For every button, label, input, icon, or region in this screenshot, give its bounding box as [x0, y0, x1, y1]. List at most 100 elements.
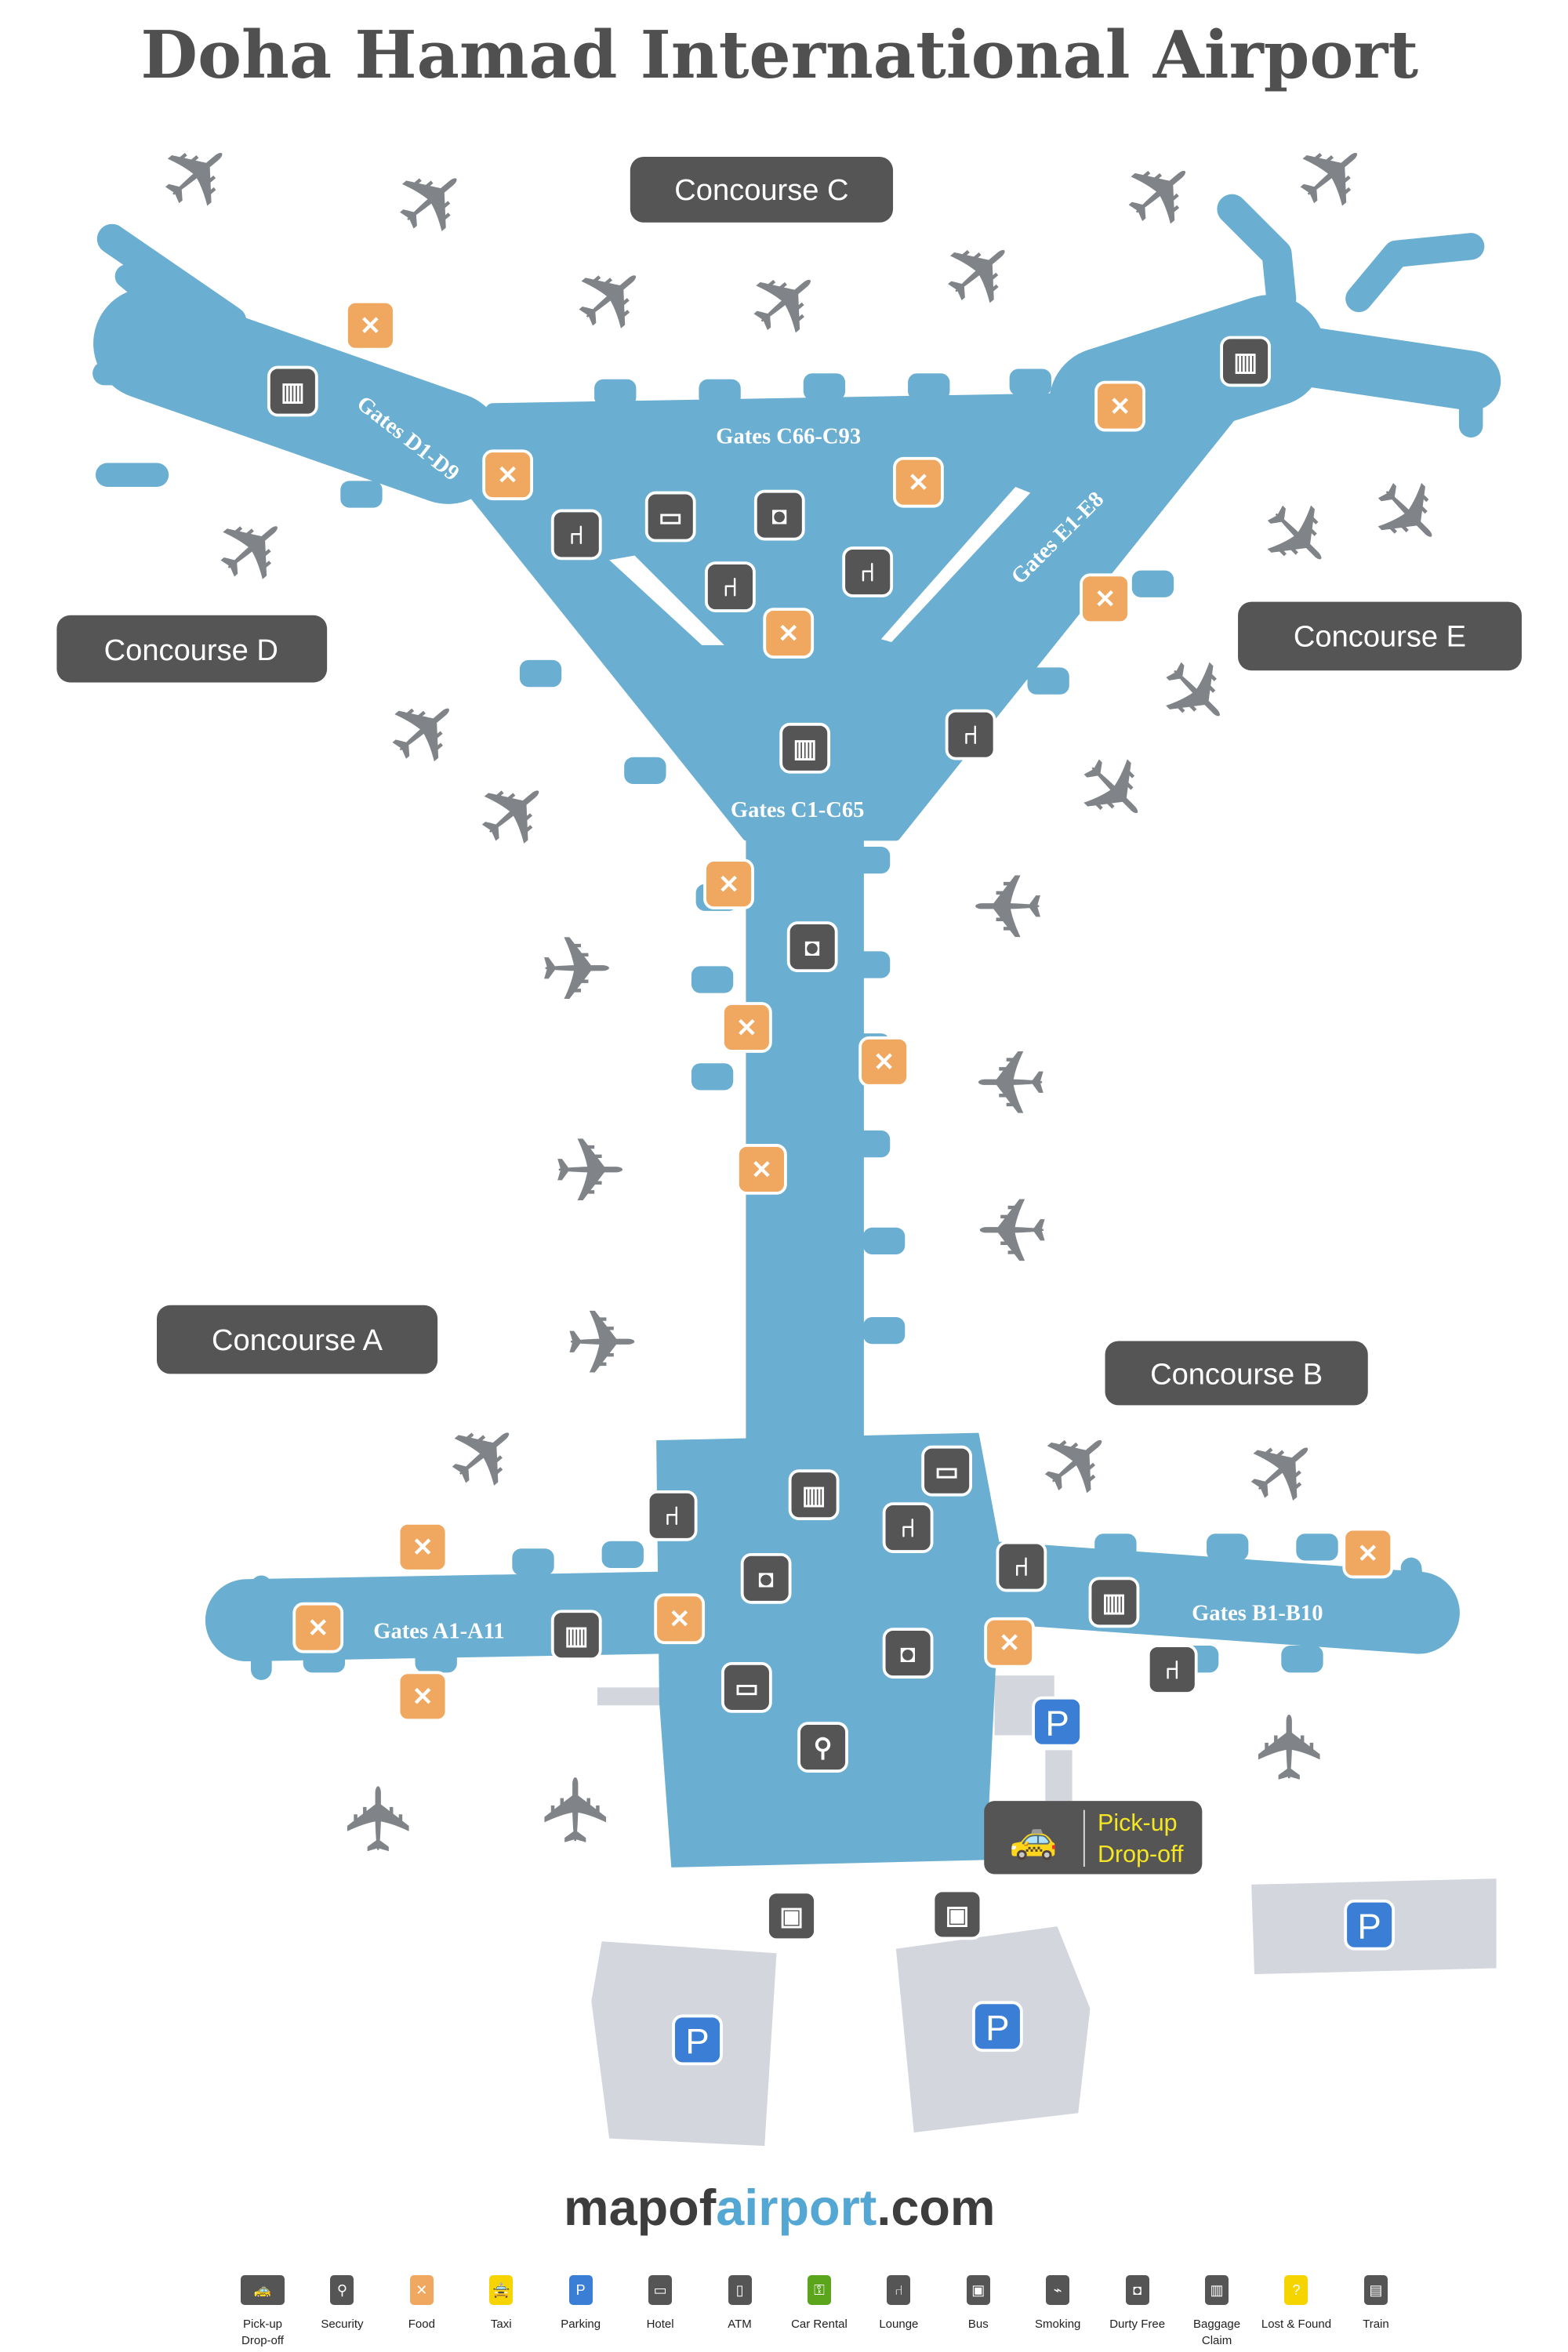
- food-icon[interactable]: ✕: [1094, 380, 1145, 432]
- security-icon[interactable]: ⚲: [797, 1722, 848, 1773]
- lounge-icon[interactable]: ⑁: [945, 709, 996, 760]
- airplane-icon: ✈: [1133, 633, 1257, 757]
- lounge-icon[interactable]: ⑁: [646, 1490, 698, 1541]
- gate-stub: [862, 1317, 906, 1345]
- concourse-d-label[interactable]: Concourse D: [56, 615, 328, 683]
- svg-text:✕: ✕: [412, 1682, 433, 1711]
- pickup-dropoff-sign[interactable]: 🚕 Pick-up Drop-off: [984, 1801, 1203, 1875]
- svg-text:P: P: [1045, 1703, 1069, 1743]
- gate-stub: [1094, 1534, 1137, 1561]
- baggage-claim-icon[interactable]: ▥: [788, 1469, 840, 1521]
- gate-stub: [1296, 1534, 1338, 1561]
- legend-item: ▤ Train: [1341, 2258, 1411, 2352]
- food-icon[interactable]: ✕: [858, 1036, 909, 1087]
- food-icon[interactable]: ✕: [654, 1593, 706, 1645]
- lounge-icon[interactable]: ⑁: [996, 1541, 1047, 1592]
- gate-label-c-lower: Gates C1-C65: [731, 798, 865, 822]
- svg-text:▣: ▣: [779, 1902, 804, 1930]
- parking-icon[interactable]: P: [972, 2001, 1023, 2053]
- food-icon[interactable]: ✕: [345, 299, 396, 351]
- svg-text:✕: ✕: [999, 1629, 1020, 1657]
- lounge-icon[interactable]: ⑁: [842, 546, 894, 597]
- food-icon[interactable]: ✕: [736, 1144, 787, 1195]
- gate-stub: [848, 847, 891, 874]
- legend-label: Security: [321, 2318, 364, 2331]
- food-icon[interactable]: ✕: [984, 1617, 1035, 1668]
- hotel-icon[interactable]: ▭: [720, 1662, 772, 1713]
- train-icon: ▤: [1363, 2275, 1388, 2305]
- svg-text:✕: ✕: [908, 469, 929, 497]
- food-icon[interactable]: ✕: [1342, 1527, 1394, 1579]
- gate-stub: [519, 659, 562, 688]
- duty-free-icon[interactable]: ◘: [786, 921, 838, 972]
- legend-item: ⑁Lounge: [863, 2258, 934, 2352]
- legend-label: Car Rental: [791, 2318, 848, 2331]
- svg-text:⑁: ⑁: [664, 1502, 679, 1530]
- parking-icon[interactable]: P: [1032, 1696, 1083, 1748]
- svg-text:⑁: ⑁: [900, 1514, 915, 1542]
- baggage-claim-icon[interactable]: ▥: [779, 722, 831, 774]
- food-icon[interactable]: ✕: [482, 449, 533, 501]
- duty-free-icon[interactable]: ◘: [753, 489, 805, 541]
- legend-label: Hotel: [646, 2318, 674, 2331]
- legend-label: Lounge: [879, 2318, 919, 2331]
- legend-label: Train: [1363, 2318, 1389, 2331]
- svg-text:⑁: ⑁: [569, 521, 584, 549]
- baggage-claim-icon[interactable]: ▥: [1088, 1577, 1140, 1628]
- lounge-icon[interactable]: ⑁: [882, 1502, 934, 1553]
- hotel-icon[interactable]: ▭: [644, 491, 696, 543]
- gate-stub: [691, 1063, 734, 1091]
- svg-text:▭: ▭: [735, 1674, 759, 1702]
- duty-free-icon[interactable]: ◘: [740, 1552, 792, 1604]
- hotel-icon[interactable]: ▭: [921, 1445, 972, 1497]
- airplane-icon: ✈: [974, 1030, 1049, 1130]
- food-icon[interactable]: ✕: [292, 1602, 344, 1653]
- food-icon[interactable]: ✕: [763, 608, 815, 659]
- svg-text:▥: ▥: [564, 1621, 589, 1650]
- parking-icon[interactable]: P: [1344, 1899, 1396, 1951]
- airplane-icon: ✈: [975, 1178, 1051, 1277]
- airplane-icon: ✈: [539, 921, 614, 1021]
- concourse-e-label[interactable]: Concourse E: [1238, 601, 1522, 671]
- legend-item: ?Lost & Found: [1261, 2258, 1331, 2352]
- food-icon[interactable]: ✕: [703, 858, 754, 909]
- baggage-claim-icon: ▥: [1205, 2275, 1229, 2305]
- baggage-claim-icon[interactable]: ▥: [267, 365, 318, 417]
- food-icon[interactable]: ✕: [1080, 573, 1131, 625]
- map-title: Doha Hamad International Airport: [140, 16, 1418, 93]
- svg-text:⑁: ⑁: [1165, 1656, 1180, 1684]
- airplane-icon: ✈: [551, 237, 673, 361]
- food-icon[interactable]: ✕: [397, 1521, 448, 1573]
- baggage-claim-icon[interactable]: ▥: [550, 1610, 602, 1661]
- bus-icon[interactable]: ▣: [931, 1889, 983, 1940]
- bus-icon[interactable]: ▣: [766, 1890, 817, 1942]
- svg-text:◘: ◘: [758, 1565, 774, 1593]
- concourse-b-label[interactable]: Concourse B: [1105, 1341, 1368, 1406]
- legend-label: Pick-up Drop-off: [241, 2318, 284, 2347]
- concourse-a-label[interactable]: Concourse A: [157, 1305, 438, 1374]
- gate-stub: [893, 644, 935, 673]
- lounge-icon[interactable]: ⑁: [550, 509, 602, 561]
- food-icon[interactable]: ✕: [397, 1671, 448, 1722]
- svg-text:▣: ▣: [946, 1900, 970, 1929]
- svg-text:✕: ✕: [360, 312, 381, 340]
- legend-label: Parking: [561, 2318, 601, 2331]
- parking-icon[interactable]: P: [672, 2014, 723, 2066]
- legend-item: ⚿Car Rental: [784, 2258, 855, 2352]
- concourse-c-label[interactable]: Concourse C: [630, 157, 894, 223]
- svg-text:✕: ✕: [778, 619, 799, 648]
- airplane-icon: ✈: [1345, 453, 1469, 577]
- duty-free-icon[interactable]: ◘: [882, 1628, 934, 1679]
- lounge-icon[interactable]: ⑁: [1146, 1644, 1198, 1695]
- baggage-claim-icon[interactable]: ▥: [1220, 336, 1271, 387]
- gate-stub: [1207, 1534, 1249, 1561]
- airplane-icon: ✈: [920, 211, 1042, 336]
- gate-stub: [601, 1541, 644, 1568]
- food-icon[interactable]: ✕: [893, 456, 944, 508]
- taxi-person-icon: 🚕: [1009, 1817, 1058, 1860]
- food-icon[interactable]: ✕: [720, 1002, 772, 1053]
- gate-label-c-upper: Gates C66-C93: [716, 425, 861, 449]
- lounge-icon[interactable]: ⑁: [705, 561, 756, 612]
- svg-text:⑁: ⑁: [860, 558, 875, 586]
